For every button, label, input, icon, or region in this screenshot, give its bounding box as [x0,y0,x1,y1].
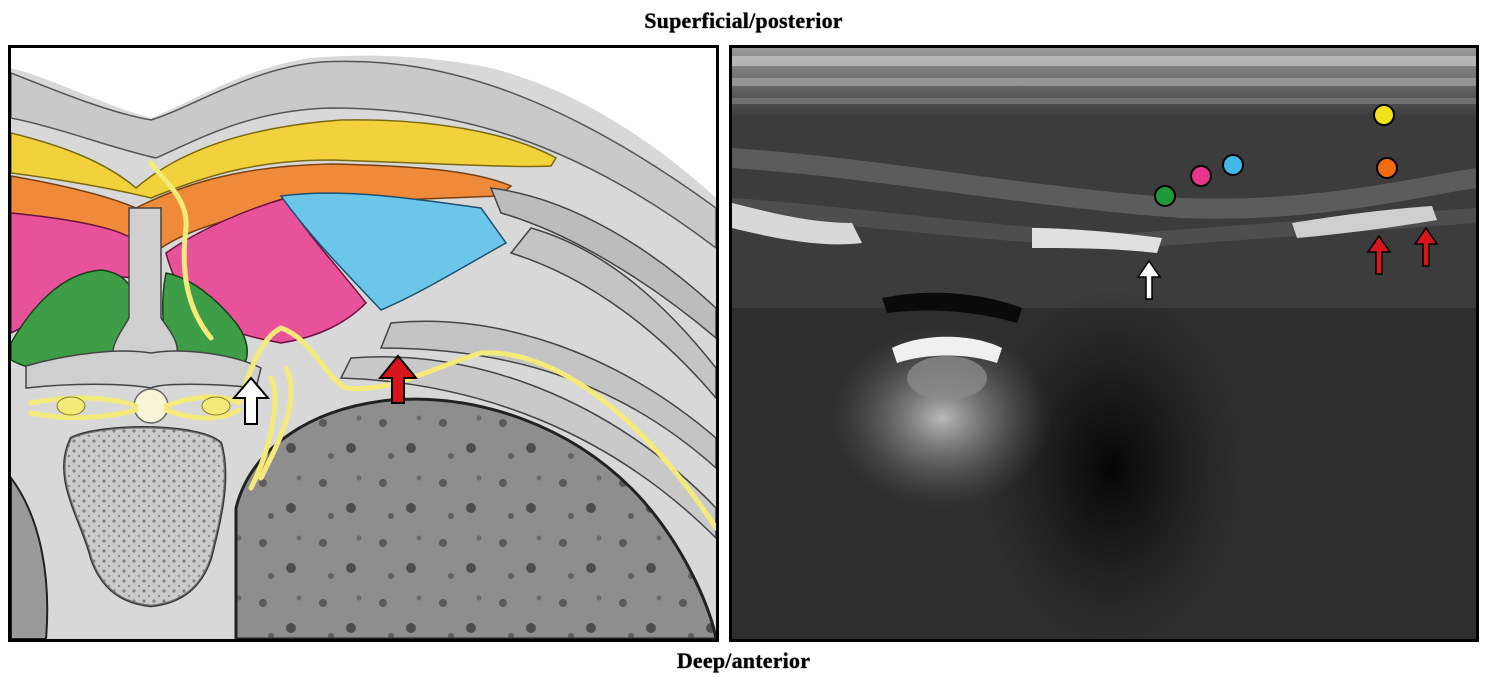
ultrasound-image-panel [729,45,1479,642]
anatomy-illustration-panel [8,45,719,642]
pink-dot [1191,166,1211,186]
deep-anterior-label: Deep/anterior [0,648,1487,674]
ultrasound-image [732,48,1476,639]
yellow-dot [1374,105,1394,125]
orange-dot [1377,158,1397,178]
green-dot [1155,186,1175,206]
anatomy-illustration [11,48,716,639]
superficial-posterior-label: Superficial/posterior [0,8,1487,34]
blue-dot [1223,155,1243,175]
